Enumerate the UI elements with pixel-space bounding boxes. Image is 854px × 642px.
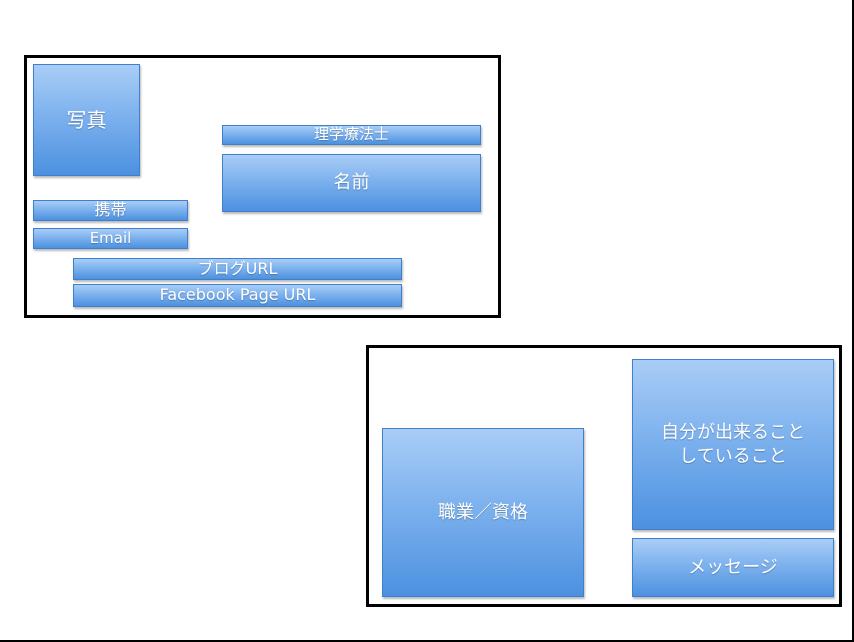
business-card-back: 職業／資格 自分が出来ること していること メッセージ: [366, 345, 842, 607]
abilities-box: 自分が出来ること していること: [632, 359, 834, 530]
blog-url-box: ブログURL: [73, 258, 402, 280]
message-box: メッセージ: [632, 538, 834, 597]
name-box: 名前: [222, 154, 481, 212]
photo-box: 写真: [33, 64, 140, 176]
business-card-front: 写真 理学療法士 名前 携帯 Email ブログURL Facebook Pag…: [24, 55, 501, 318]
mobile-box: 携帯: [33, 200, 188, 221]
facebook-url-box: Facebook Page URL: [73, 284, 402, 307]
occupation-box: 職業／資格: [382, 428, 584, 597]
title-box: 理学療法士: [222, 125, 481, 145]
email-box: Email: [33, 228, 188, 249]
